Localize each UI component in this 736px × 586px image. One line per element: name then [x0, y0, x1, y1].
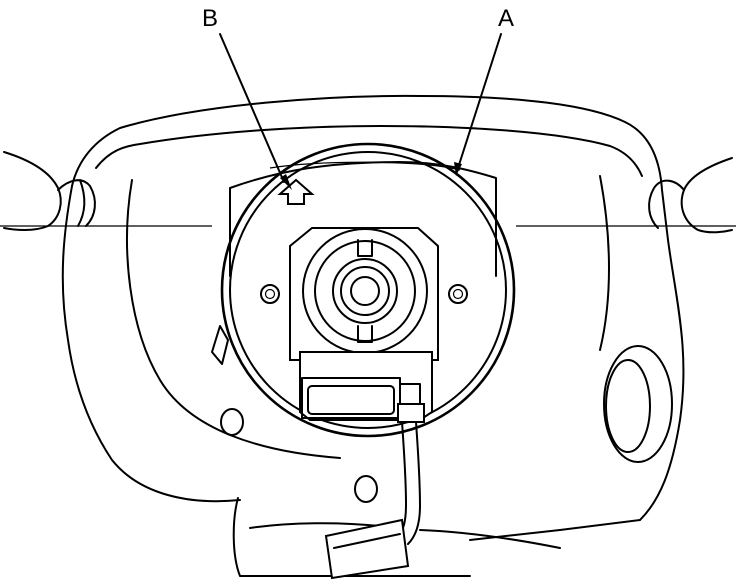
column-cover-outline	[61, 94, 685, 541]
leader-line-b	[219, 33, 285, 183]
right-lever-stalk	[648, 157, 733, 234]
lower-center-hole	[354, 475, 378, 503]
leader-line-a	[457, 33, 502, 169]
center-hub	[289, 227, 439, 361]
leader-arrowhead-a	[454, 162, 462, 176]
left-lever-stalk	[3, 151, 96, 231]
alignment-arrow-mark	[277, 178, 315, 205]
callout-label-b: B	[202, 5, 218, 32]
right-side-opening	[603, 345, 673, 463]
right-mounting-screw	[448, 284, 468, 304]
cable-reel-a	[211, 142, 516, 438]
lower-bracket	[232, 497, 561, 577]
lower-left-hole	[220, 408, 244, 436]
callout-label-a: A	[498, 5, 514, 32]
wire-harness	[324, 403, 425, 580]
left-mounting-screw	[260, 284, 280, 304]
leader-arrowhead-b	[280, 174, 292, 190]
